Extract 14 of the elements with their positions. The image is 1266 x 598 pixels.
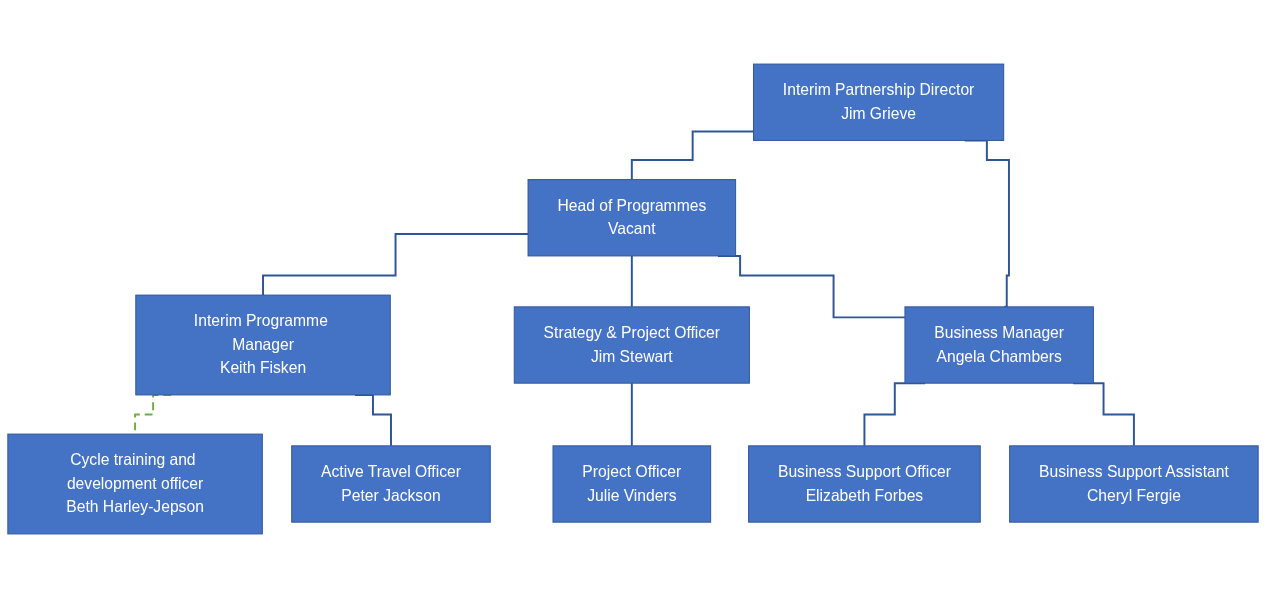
node-box: Business Manager Angela Chambers [904,306,1094,384]
connector [630,130,755,181]
node-box: Strategy & Project Officer Jim Stewart [513,306,750,384]
node-box: Active Travel Officer Peter Jackson [291,445,491,523]
node-box: Interim Partnership Director Jim Grieve [753,63,1005,141]
node-box: Cycle training and development officer Beth Harley-Jepson [7,433,263,535]
connector [262,233,529,297]
node-box: Project Officer Julie Vinders [552,445,712,523]
connector [630,382,633,447]
node-box: Interim Programme Manager Keith Fisken [135,294,391,396]
node-box: Business Support Officer Elizabeth Forbes [748,445,981,523]
node-box: Business Support Assistant Cheryl Fergie [1009,445,1259,523]
node-box: Head of Programmes Vacant [527,179,737,257]
connector [630,254,633,308]
